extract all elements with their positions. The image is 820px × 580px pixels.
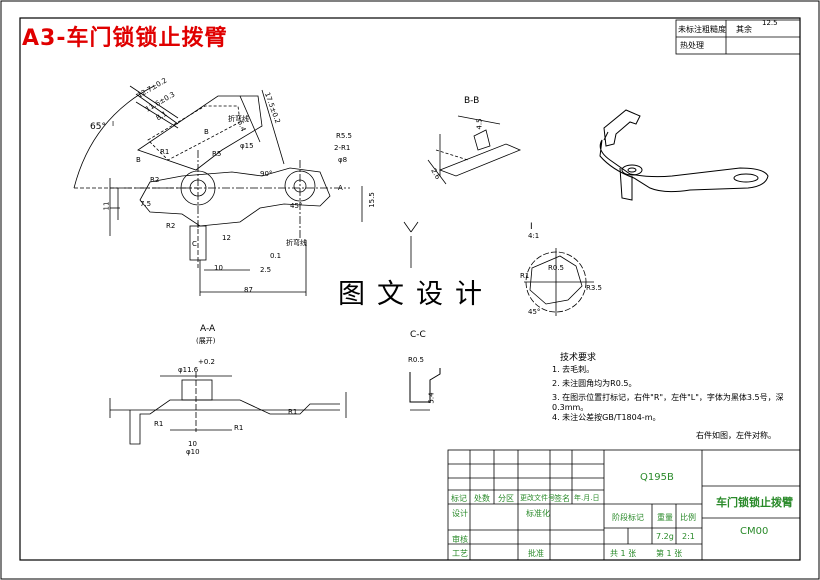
dim-2-5: 2.5 [260,266,272,274]
dim-r2-a: R2 [150,176,160,184]
aa-dim-phi10: φ10 [186,448,200,456]
tb-header-sign: 签名 [554,494,570,503]
tb-approve: 批准 [528,549,544,558]
tb-scale-label: 比例 [680,513,696,522]
tech-req-item-3b: 0.3mm。 [552,403,589,412]
angle-dim-main: 65° [90,122,106,132]
dim-phi15: φ15 [240,142,254,150]
dim-12: 12 [222,234,231,242]
section-bb-title: B-B [464,96,480,106]
dim-r5: R5 [212,150,222,158]
aa-dim-r1-a: R1 [154,420,164,428]
tech-req-item-3: 3. 在图示位置打标记，右件"R"，左件"L"，字体为黑体3.5号，深 [552,393,784,402]
section-aa-title: A-A [200,324,216,334]
tb-standardize: 标准化 [526,509,550,518]
tb-weight-label: 重量 [657,513,673,522]
dim-45deg: 45° [290,202,303,210]
dim-11: 11 [102,201,111,211]
section-mark-c: C [192,240,197,248]
dim-90deg: 90° [260,170,273,178]
part-name-text: 车门锁锁止拨臂 [716,496,793,509]
watermark-text: 图文设计 [338,279,494,310]
roughness-block [675,19,801,55]
tech-req-title: 技术要求 [560,353,597,363]
inner-border [19,17,801,561]
dim-7-5: 7.5 [140,200,152,208]
sheet-title: A3-车门锁锁止拨臂 [22,26,228,51]
detail-i-view [524,248,594,316]
dim-15-5-right: 15.5 [367,192,376,208]
tb-review: 审核 [452,535,468,544]
isometric-part-view [599,109,769,201]
bend-line-note-2: 折弯线 [286,239,307,247]
tb-scale-value: 2:1 [682,532,695,541]
section-mark-b2: B [136,156,141,164]
tb-stage-mark: 阶段标记 [612,513,644,522]
detail-mark-i: I [112,120,115,128]
section-aa-view [109,372,347,445]
heat-treatment-label: 热处理 [680,41,704,50]
section-aa-subtitle: (展开) [196,337,216,345]
cc-dim-r05: R0.5 [408,356,424,364]
bb-dim-4-5: 4.5 [475,118,484,130]
detail-i-title: I [530,222,533,232]
roughness-value: 12.5 [762,19,778,27]
section-cc-view [409,368,441,411]
section-cc-title: C-C [410,330,426,340]
tb-designer: 设计 [452,509,468,518]
aa-dim-tol: +0.2 [198,358,215,366]
roughness-label: 未标注粗糙度 [678,25,726,34]
roughness-other-label: 其余 [736,25,752,34]
aa-dim-phi11-6: φ11.6 [178,366,199,374]
detail-i-r05: R0.5 [548,264,564,272]
dim-10: 10 [214,264,223,272]
aa-dim-r1-c: R1 [288,408,298,416]
dim-r5-5: R5.5 [336,132,352,140]
center-mark [403,221,419,268]
tb-header-mark: 标记 [451,494,467,503]
dim-0-1: 0.1 [270,252,282,260]
detail-i-r1: R1 [520,272,530,280]
tb-header-change-doc: 更改文件号 [520,494,555,502]
material-text: Q195B [640,472,674,483]
title-block-grid [447,449,801,561]
tech-req-item-4: 4. 未注公差按GB/T1804-m。 [552,413,661,422]
bend-line-note-1: 折弯线 [228,115,249,123]
tb-sheets-total: 共 1 张 [610,549,637,558]
tb-header-count: 处数 [474,494,490,503]
mirror-note: 右件如图，左件对称。 [696,431,776,440]
detail-i-45deg: 45° [528,308,541,316]
section-mark-a: A [338,184,343,192]
dim-r2-b: R2 [166,222,176,230]
section-bb-view [427,115,522,185]
dim-87: 87 [244,286,253,294]
tech-req-item-2: 2. 未注圆角均为R0.5。 [552,379,637,388]
cc-dim-5-4: 5.4 [427,392,436,404]
aa-dim-r1-b: R1 [234,424,244,432]
tech-req-item-1: 1. 去毛刺。 [552,365,595,374]
detail-i-r3-5: R3.5 [586,284,602,292]
detail-i-scale: 4:1 [528,232,540,240]
dim-r1-a: R1 [160,148,170,156]
drawing-no-text: CM00 [740,526,769,537]
main-view [73,85,363,296]
tb-sheet-no: 第 1 张 [656,549,683,558]
tb-header-date: 年.月.日 [574,494,600,502]
section-mark-b: B [204,128,209,136]
tb-process: 工艺 [452,549,468,558]
dim-2-r1: 2-R1 [334,144,351,152]
aa-dim-10: 10 [188,440,197,448]
tb-weight-value: 7.2g [656,532,674,541]
tb-header-zone: 分区 [498,494,514,503]
dim-phi8: φ8 [338,156,348,164]
